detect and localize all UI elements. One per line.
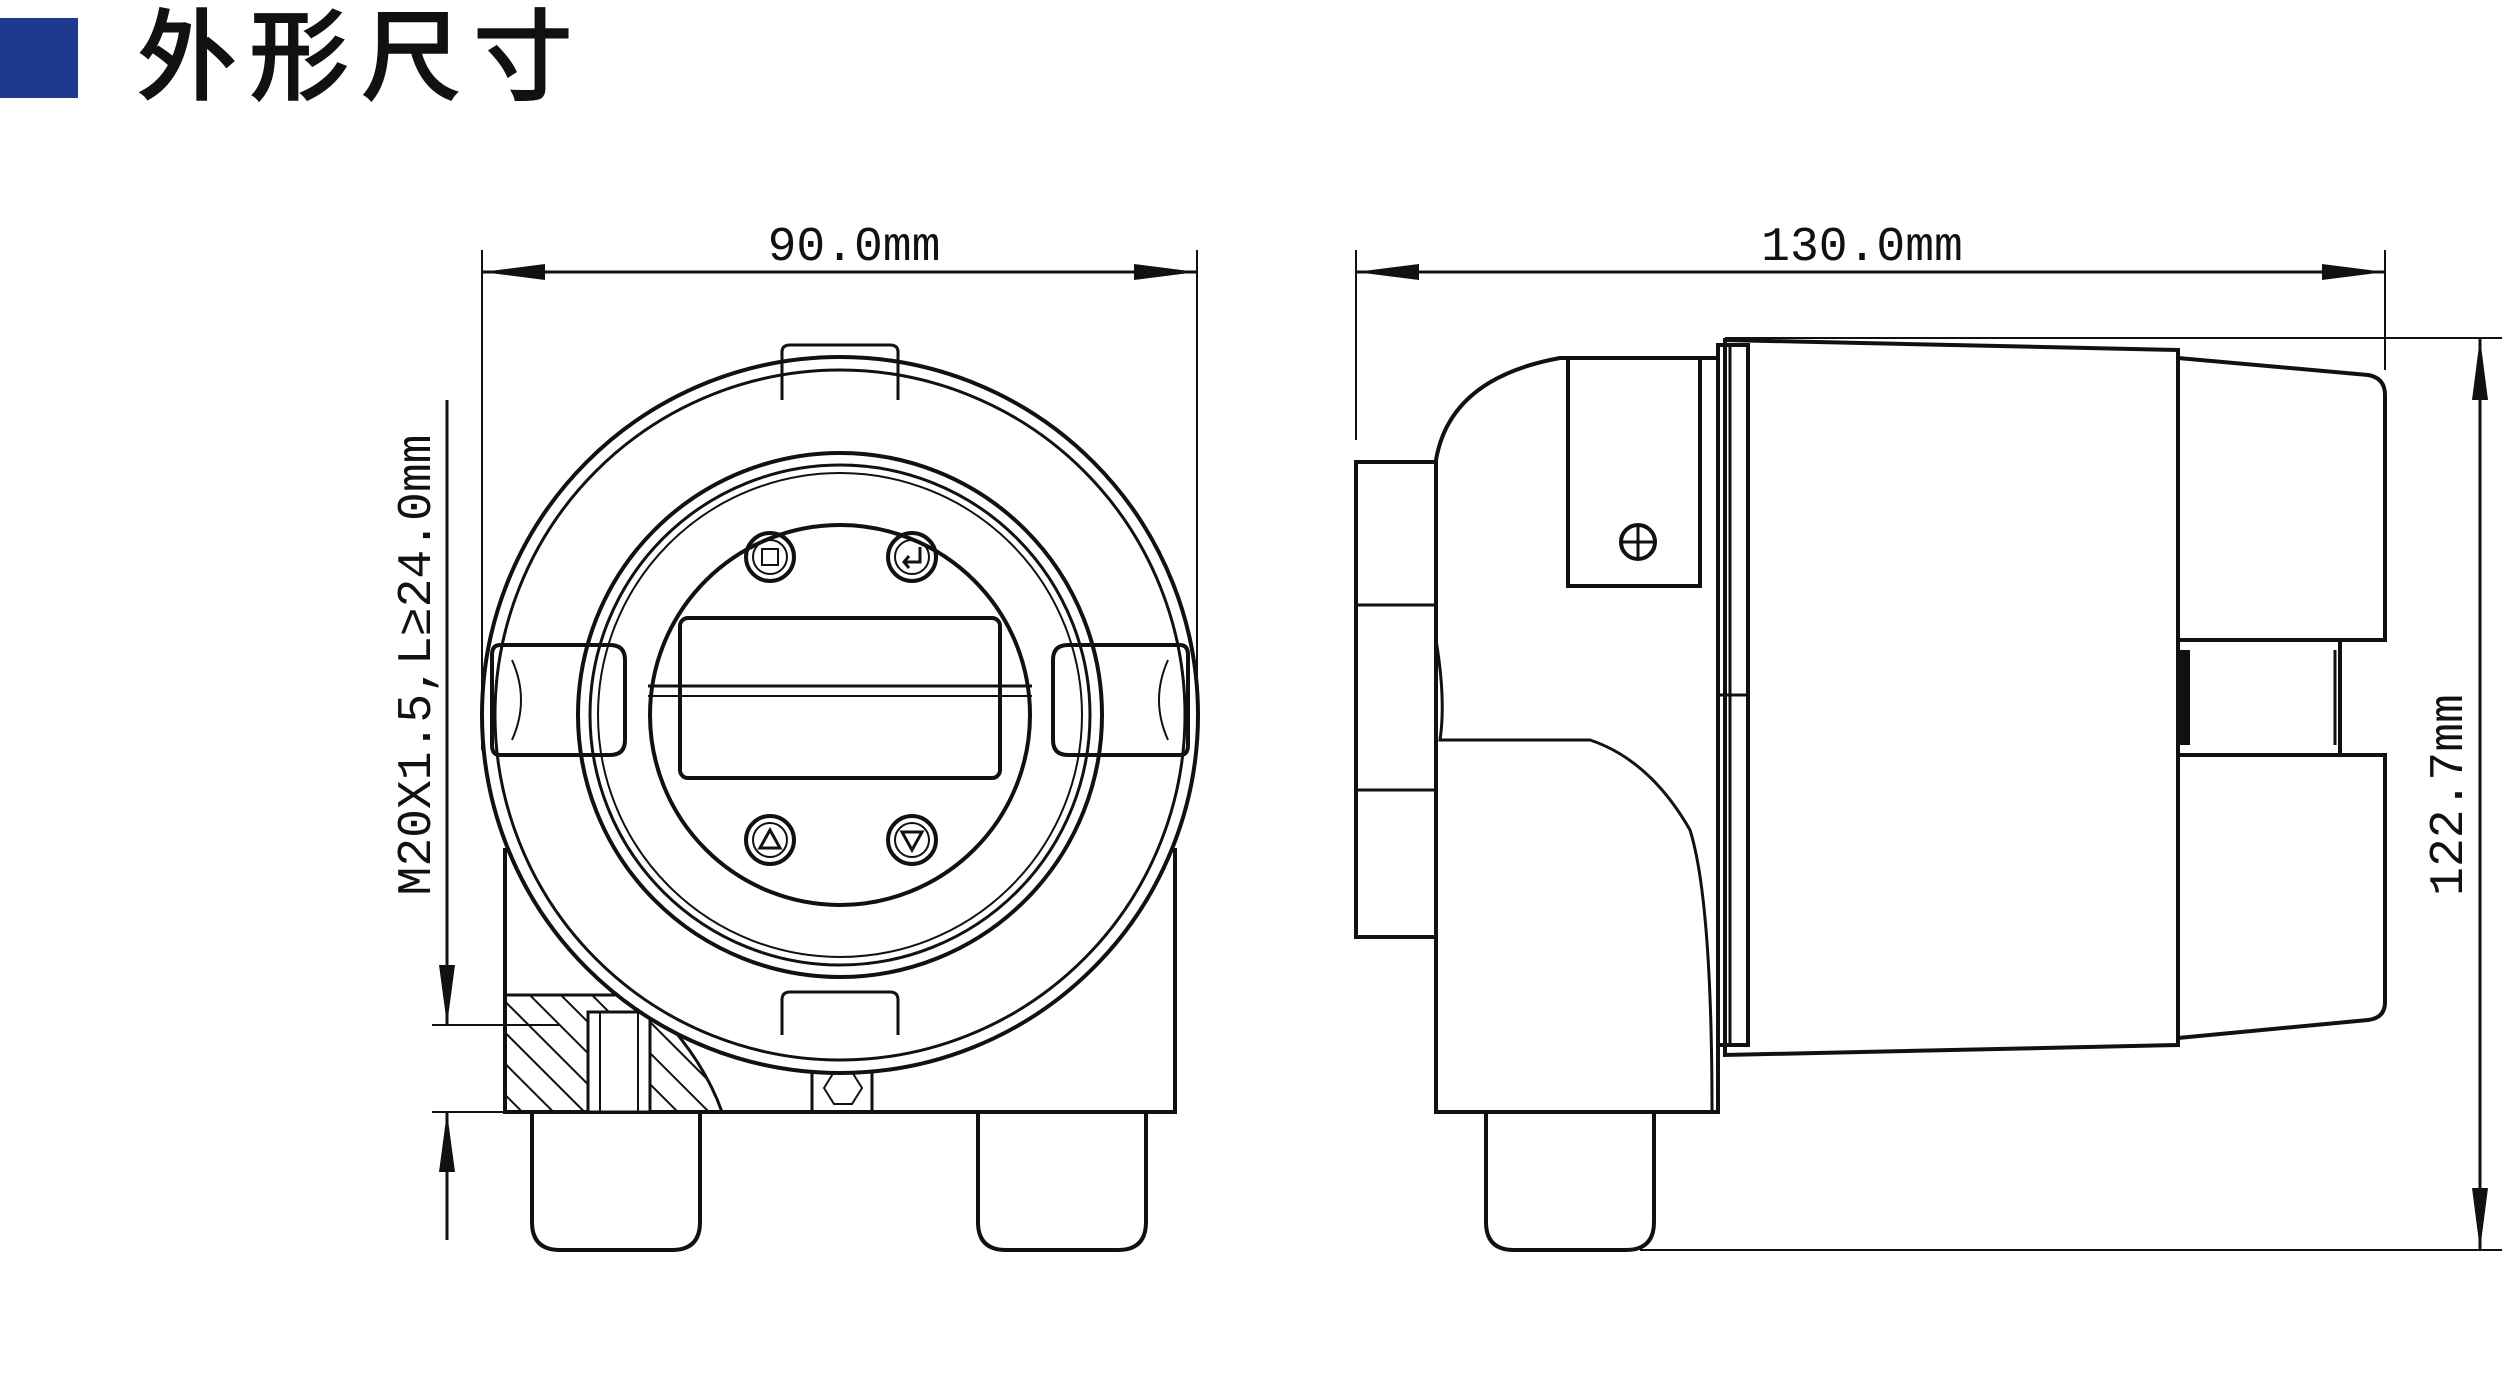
cover-tab-bottom [780, 990, 900, 1035]
side-housing [1434, 356, 1720, 1114]
front-view: 90.0mm M20X1.5,L≥24.0mm [391, 221, 1200, 1252]
side-cable-gland [1484, 1112, 1656, 1252]
cover-body-side [1723, 337, 2180, 1058]
title-square-icon [0, 18, 78, 98]
cable-gland-right [976, 1112, 1148, 1252]
cap-upper [2177, 356, 2387, 642]
height-label: 122.7mm [2423, 694, 2477, 896]
side-lug-right [1051, 643, 1190, 757]
up-triangle-icon [744, 814, 796, 866]
enter-icon [886, 531, 938, 583]
ground-screw-icon [1619, 523, 1657, 561]
cover-tab-top [780, 343, 900, 400]
display-window-ring [648, 523, 1032, 907]
thread-bore [586, 1010, 652, 1114]
cable-gland-left [530, 1112, 702, 1252]
terminal-block [1566, 356, 1702, 588]
cap-slot [2176, 638, 2342, 757]
lcd-display [678, 616, 1002, 780]
section-header: 外形尺寸 [0, 8, 586, 108]
side-lug-left [490, 643, 627, 757]
side-gland-stub [1354, 460, 1438, 939]
thread-label: M20X1.5,L≥24.0mm [391, 435, 445, 896]
length-label: 130.0mm [1761, 221, 1963, 275]
width-label: 90.0mm [768, 221, 941, 275]
down-triangle-icon [886, 814, 938, 866]
cap-lower [2177, 753, 2387, 1040]
menu-icon [744, 531, 796, 583]
side-view: 130.0mm 122.7mm [1354, 221, 2502, 1252]
page-title: 外形尺寸 [138, 1, 587, 115]
